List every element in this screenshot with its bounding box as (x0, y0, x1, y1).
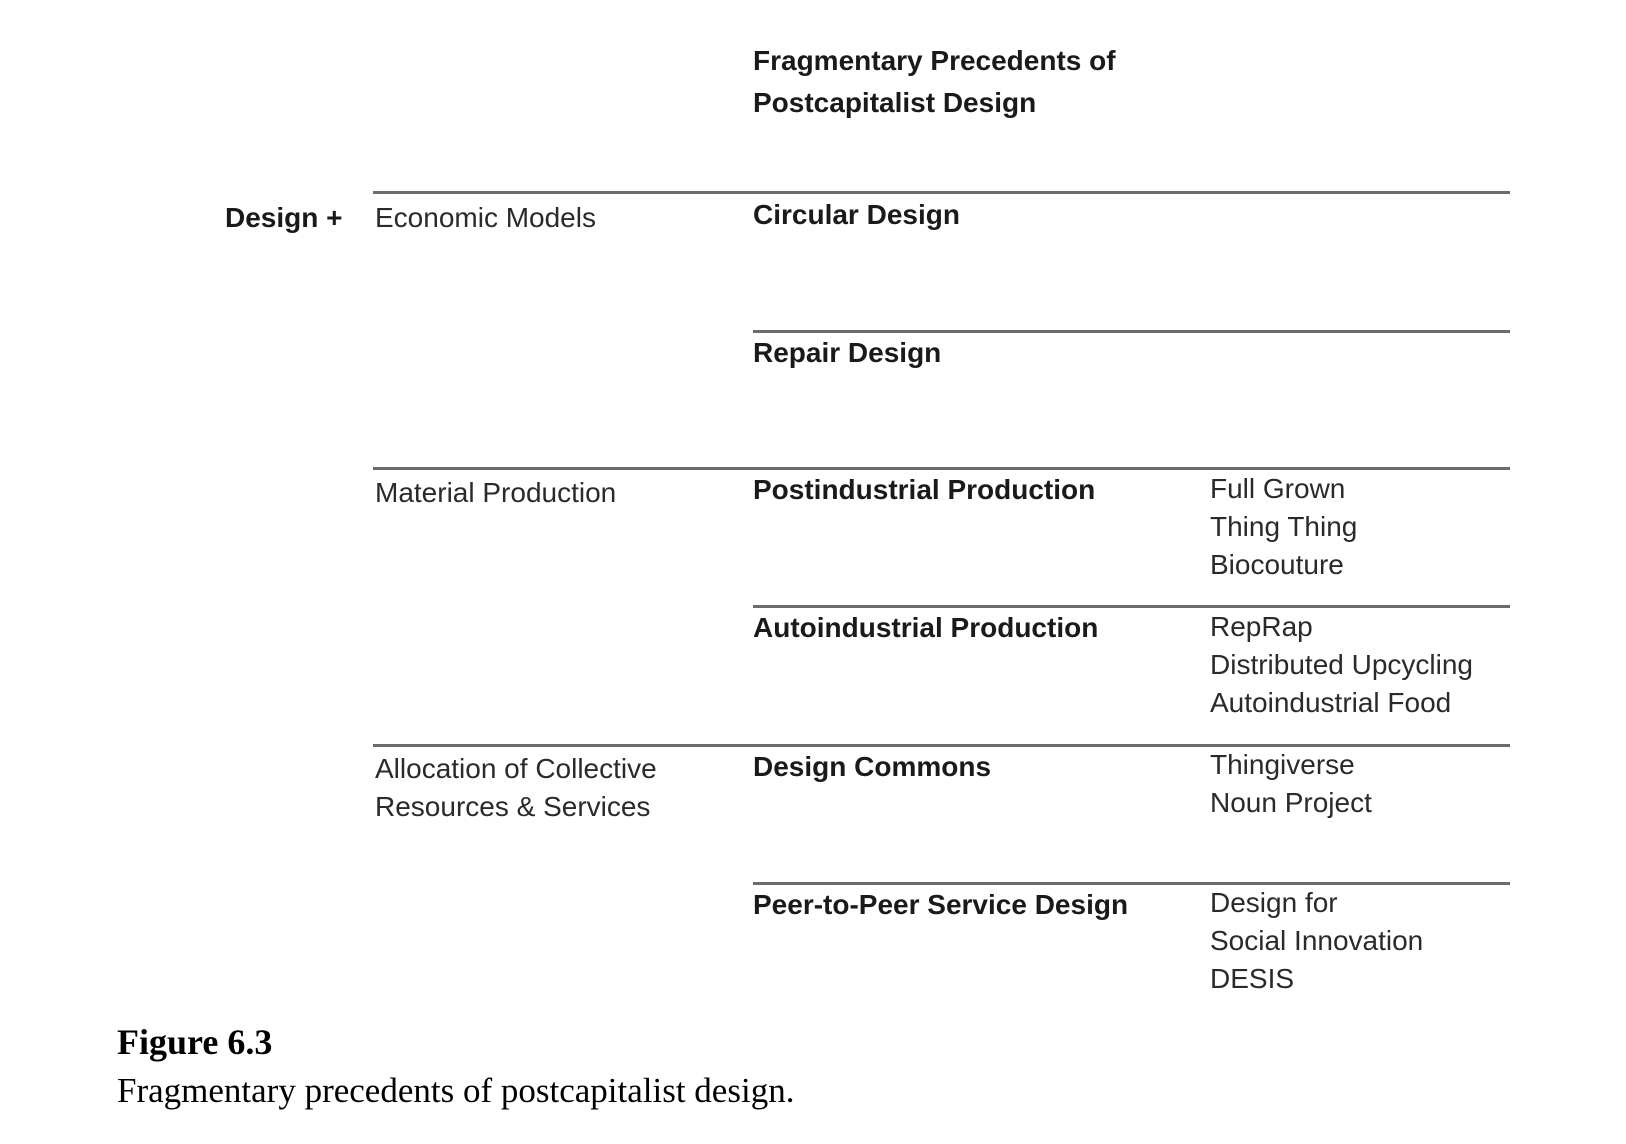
precedent-circular-design: Circular Design (753, 199, 960, 230)
design-plus-prefix: Design + (225, 202, 343, 233)
examples-peer-to-peer-service-design: Design for Social Innovation DESIS (1210, 884, 1423, 998)
group-label-material-production: Material Production (375, 477, 617, 508)
figure-label: Figure 6.3 (117, 1022, 273, 1062)
precedent-divider-repair-design (753, 330, 1510, 333)
group-divider-allocation (373, 744, 1510, 747)
column-heading-line-2: Postcapitalist Design (753, 87, 1037, 118)
example-item: Noun Project (1210, 787, 1372, 818)
example-item: Thingiverse (1210, 749, 1355, 780)
group-divider-economic-models (373, 191, 1510, 194)
precedent-postindustrial-production: Postindustrial Production (753, 474, 1096, 505)
column-heading-line-1: Fragmentary Precedents of (753, 45, 1116, 76)
example-item: Biocouture (1210, 549, 1344, 580)
precedent-divider-autoindustrial-production (753, 605, 1510, 608)
precedent-peer-to-peer-service-design: Peer-to-Peer Service Design (753, 889, 1129, 920)
column-heading: Fragmentary Precedents of Postcapitalist… (753, 40, 1116, 124)
precedent-repair-design: Repair Design (753, 337, 942, 368)
example-item: Design for (1210, 887, 1338, 918)
examples-design-commons: Thingiverse Noun Project (1210, 746, 1372, 822)
precedent-autoindustrial-production: Autoindustrial Production (753, 612, 1099, 643)
example-item: Social Innovation (1210, 925, 1424, 956)
examples-autoindustrial-production: RepRap Distributed Upcycling Autoindustr… (1210, 608, 1473, 722)
precedent-design-commons: Design Commons (753, 751, 992, 782)
example-item: Thing Thing (1210, 511, 1358, 542)
example-item: Autoindustrial Food (1210, 687, 1452, 718)
examples-postindustrial-production: Full Grown Thing Thing Biocouture (1210, 470, 1357, 584)
example-item: Full Grown (1210, 473, 1346, 504)
group-label-allocation: Allocation of Collective Resources & Ser… (375, 753, 657, 822)
precedent-divider-peer-to-peer (753, 882, 1510, 885)
example-item: DESIS (1210, 963, 1295, 994)
example-item: Distributed Upcycling (1210, 649, 1473, 680)
group-label-economic-models: Economic Models (375, 202, 596, 233)
example-item: RepRap (1210, 611, 1313, 642)
figure-caption: Fragmentary precedents of postcapitalist… (117, 1071, 795, 1110)
group-divider-material-production (373, 467, 1510, 470)
